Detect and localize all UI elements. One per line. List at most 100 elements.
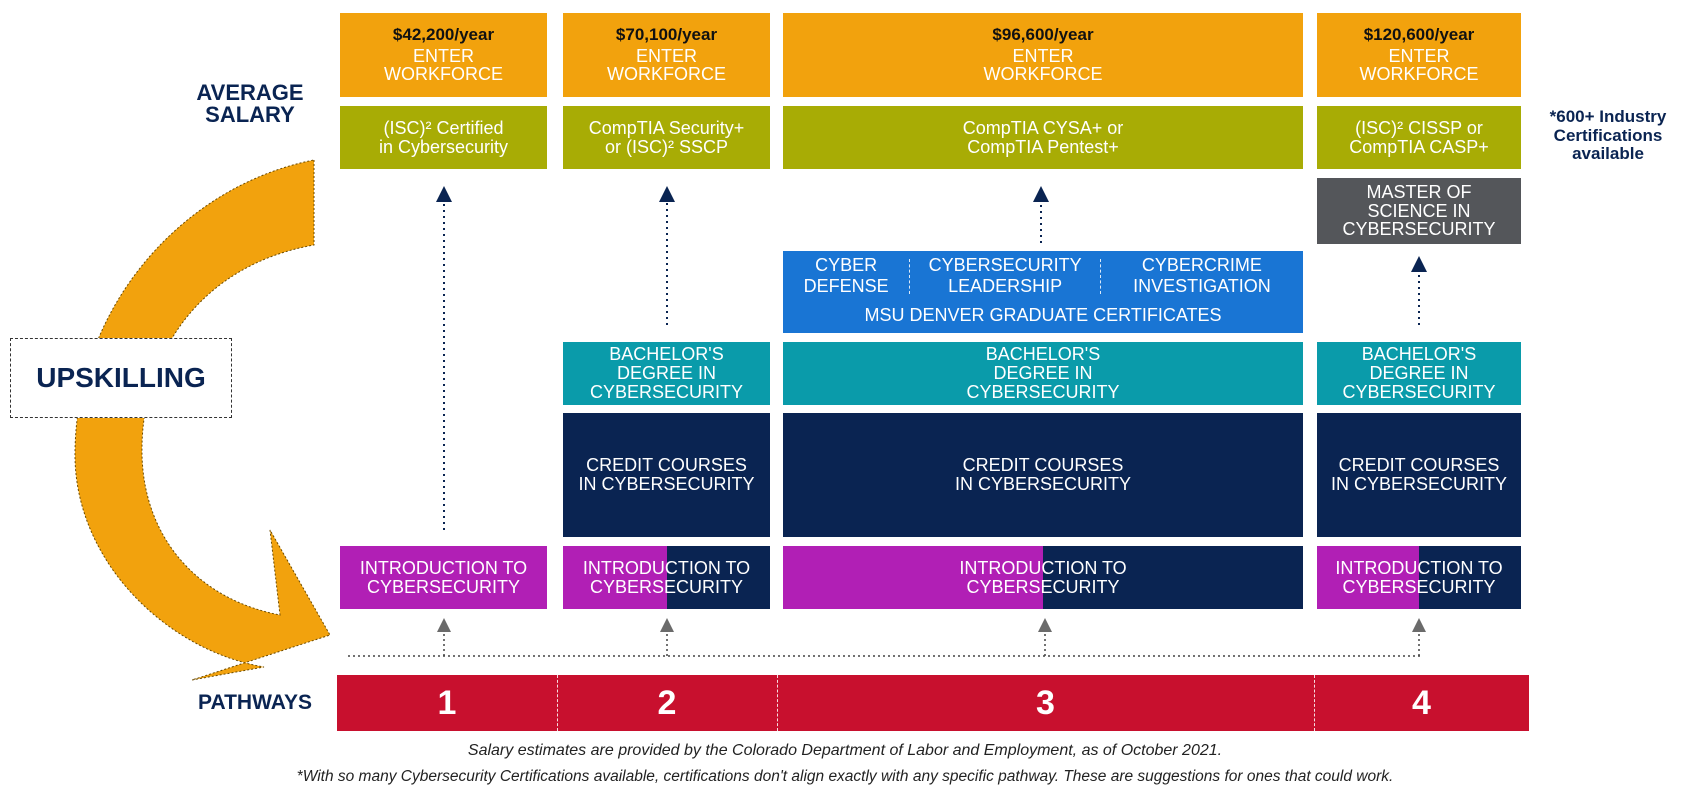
pathway-1-number: 1 bbox=[437, 683, 457, 722]
bachelor-line1: BACHELOR'S bbox=[1361, 344, 1477, 365]
salary-text: $120,600/year bbox=[1363, 24, 1475, 44]
cert-line1: (ISC)² CISSP or bbox=[1355, 117, 1483, 138]
enter-workforce-line1: ENTER bbox=[635, 45, 697, 66]
average-salary-line1: AVERAGE bbox=[196, 80, 304, 105]
salary-text: $96,600/year bbox=[992, 24, 1094, 44]
up-arrow-icon bbox=[436, 186, 452, 202]
salary-text: $42,200/year bbox=[392, 24, 495, 44]
bachelor-box-pathway-3: BACHELOR'S DEGREE IN CYBERSECURITY bbox=[783, 342, 1303, 405]
pathway-divider bbox=[557, 675, 558, 731]
salary-box-pathway-4: $120,600/year ENTER WORKFORCE bbox=[1317, 13, 1521, 97]
up-arrow-icon bbox=[659, 186, 675, 202]
credit-line1: CREDIT COURSES bbox=[586, 455, 747, 476]
average-salary-line2: SALARY bbox=[205, 102, 295, 127]
credit-line2: IN CYBERSECURITY bbox=[1330, 474, 1508, 494]
grad-cert-divider bbox=[909, 258, 911, 294]
bachelor-box-pathway-2: BACHELOR'S DEGREE IN CYBERSECURITY bbox=[563, 342, 770, 405]
up-arrow-icon bbox=[1411, 256, 1427, 272]
intro-line1: INTRODUCTION TO bbox=[359, 557, 528, 578]
cert-line2: in Cybersecurity bbox=[378, 136, 509, 157]
industry-note-line3: available bbox=[1572, 144, 1644, 164]
certification-footnote: *With so many Cybersecurity Certificatio… bbox=[296, 768, 1394, 785]
cert-line2: CompTIA Pentest+ bbox=[967, 136, 1119, 157]
pathways-bar: 1 2 3 4 bbox=[337, 675, 1529, 731]
bachelor-line2: DEGREE IN bbox=[1369, 363, 1469, 384]
salary-box-pathway-1: $42,200/year ENTER WORKFORCE bbox=[340, 13, 547, 97]
industry-note-line2: Certifications bbox=[1553, 125, 1663, 145]
intro-line2: CYBERSECURITY bbox=[589, 576, 744, 597]
pathways-label: PATHWAYS bbox=[198, 691, 312, 714]
upskilling-label-box: UPSKILLING bbox=[10, 338, 232, 418]
bachelor-line2: DEGREE IN bbox=[993, 363, 1093, 384]
up-arrow-icon bbox=[1033, 186, 1049, 202]
master-line3: CYBERSECURITY bbox=[1342, 219, 1496, 240]
cert-box-pathway-3: CompTIA CYSA+ or CompTIA Pentest+ bbox=[783, 106, 1303, 169]
cert-line1: (ISC)² Certified bbox=[383, 117, 504, 138]
enter-workforce-line2: WORKFORCE bbox=[607, 64, 726, 85]
cert-box-pathway-1: (ISC)² Certified in Cybersecurity bbox=[340, 106, 547, 169]
cert-line2: CompTIA CASP+ bbox=[1349, 136, 1489, 157]
up-arrow-icon bbox=[1038, 618, 1052, 632]
salary-box-pathway-2: $70,100/year ENTER WORKFORCE bbox=[563, 13, 770, 97]
enter-workforce-line2: WORKFORCE bbox=[1359, 64, 1479, 85]
enter-workforce-line2: WORKFORCE bbox=[983, 64, 1103, 85]
upskilling-label: UPSKILLING bbox=[36, 362, 206, 393]
upskilling-arrow-icon bbox=[74, 159, 331, 681]
cert-box-pathway-4: (ISC)² CISSP or CompTIA CASP+ bbox=[1317, 106, 1521, 169]
enter-workforce-line1: ENTER bbox=[412, 45, 474, 66]
bachelor-line2: DEGREE IN bbox=[616, 363, 717, 384]
up-arrow-icon bbox=[660, 618, 674, 632]
bachelor-line1: BACHELOR'S bbox=[985, 344, 1101, 365]
industry-note-line1: *600+ Industry bbox=[1549, 107, 1667, 126]
grad-cert-divider bbox=[1099, 258, 1101, 294]
salary-text: $70,100/year bbox=[615, 24, 718, 44]
salary-source-footnote: Salary estimates are provided by the Col… bbox=[467, 742, 1223, 759]
pathway-2-number: 2 bbox=[657, 683, 677, 722]
intro-line2: CYBERSECURITY bbox=[366, 576, 521, 597]
enter-workforce-line1: ENTER bbox=[1388, 45, 1450, 66]
up-arrow-icon bbox=[437, 618, 451, 632]
intro-line2: CYBERSECURITY bbox=[1342, 576, 1496, 597]
graduate-certificates-title: MSU DENVER GRADUATE CERTIFICATES bbox=[864, 305, 1222, 325]
cert-line1: CompTIA CYSA+ or bbox=[962, 117, 1124, 138]
up-arrow-icon bbox=[1412, 618, 1426, 632]
credit-line2: IN CYBERSECURITY bbox=[578, 474, 755, 494]
bachelor-line3: CYBERSECURITY bbox=[589, 381, 744, 402]
credit-line1: CREDIT COURSES bbox=[1338, 455, 1500, 476]
intro-line1: INTRODUCTION TO bbox=[1335, 557, 1503, 578]
cert-box-pathway-2: CompTIA Security+ or (ISC)² SSCP bbox=[563, 106, 770, 169]
credit-box-pathway-3: CREDIT COURSES IN CYBERSECURITY bbox=[783, 413, 1303, 537]
intro-line2: CYBERSECURITY bbox=[966, 576, 1120, 597]
master-line1: MASTER OF bbox=[1366, 181, 1472, 202]
pathway-divider bbox=[777, 675, 778, 731]
intro-line1: INTRODUCTION TO bbox=[959, 557, 1127, 578]
master-line2: SCIENCE IN bbox=[1367, 200, 1471, 221]
credit-box-pathway-4: CREDIT COURSES IN CYBERSECURITY bbox=[1317, 413, 1521, 537]
enter-workforce-line2: WORKFORCE bbox=[384, 64, 503, 85]
salary-box-pathway-3: $96,600/year ENTER WORKFORCE bbox=[783, 13, 1303, 97]
enter-workforce-line1: ENTER bbox=[1012, 45, 1074, 66]
bachelor-box-pathway-4: BACHELOR'S DEGREE IN CYBERSECURITY bbox=[1317, 342, 1521, 405]
cert-line1: CompTIA Security+ bbox=[588, 117, 745, 138]
average-salary-label: AVERAGE SALARY bbox=[180, 82, 320, 126]
industry-cert-note: *600+ Industry Certifications available bbox=[1528, 107, 1688, 164]
pathway-4-number: 4 bbox=[1412, 683, 1431, 722]
bachelor-line1: BACHELOR'S bbox=[609, 344, 724, 365]
credit-line1: CREDIT COURSES bbox=[962, 455, 1124, 476]
bachelor-line3: CYBERSECURITY bbox=[1342, 381, 1496, 402]
credit-line2: IN CYBERSECURITY bbox=[954, 474, 1132, 494]
cert-line2: or (ISC)² SSCP bbox=[604, 136, 728, 157]
pathway-3-number: 3 bbox=[1036, 683, 1055, 722]
credit-box-pathway-2: CREDIT COURSES IN CYBERSECURITY bbox=[563, 413, 770, 537]
master-box-pathway-4: MASTER OF SCIENCE IN CYBERSECURITY bbox=[1317, 178, 1521, 244]
